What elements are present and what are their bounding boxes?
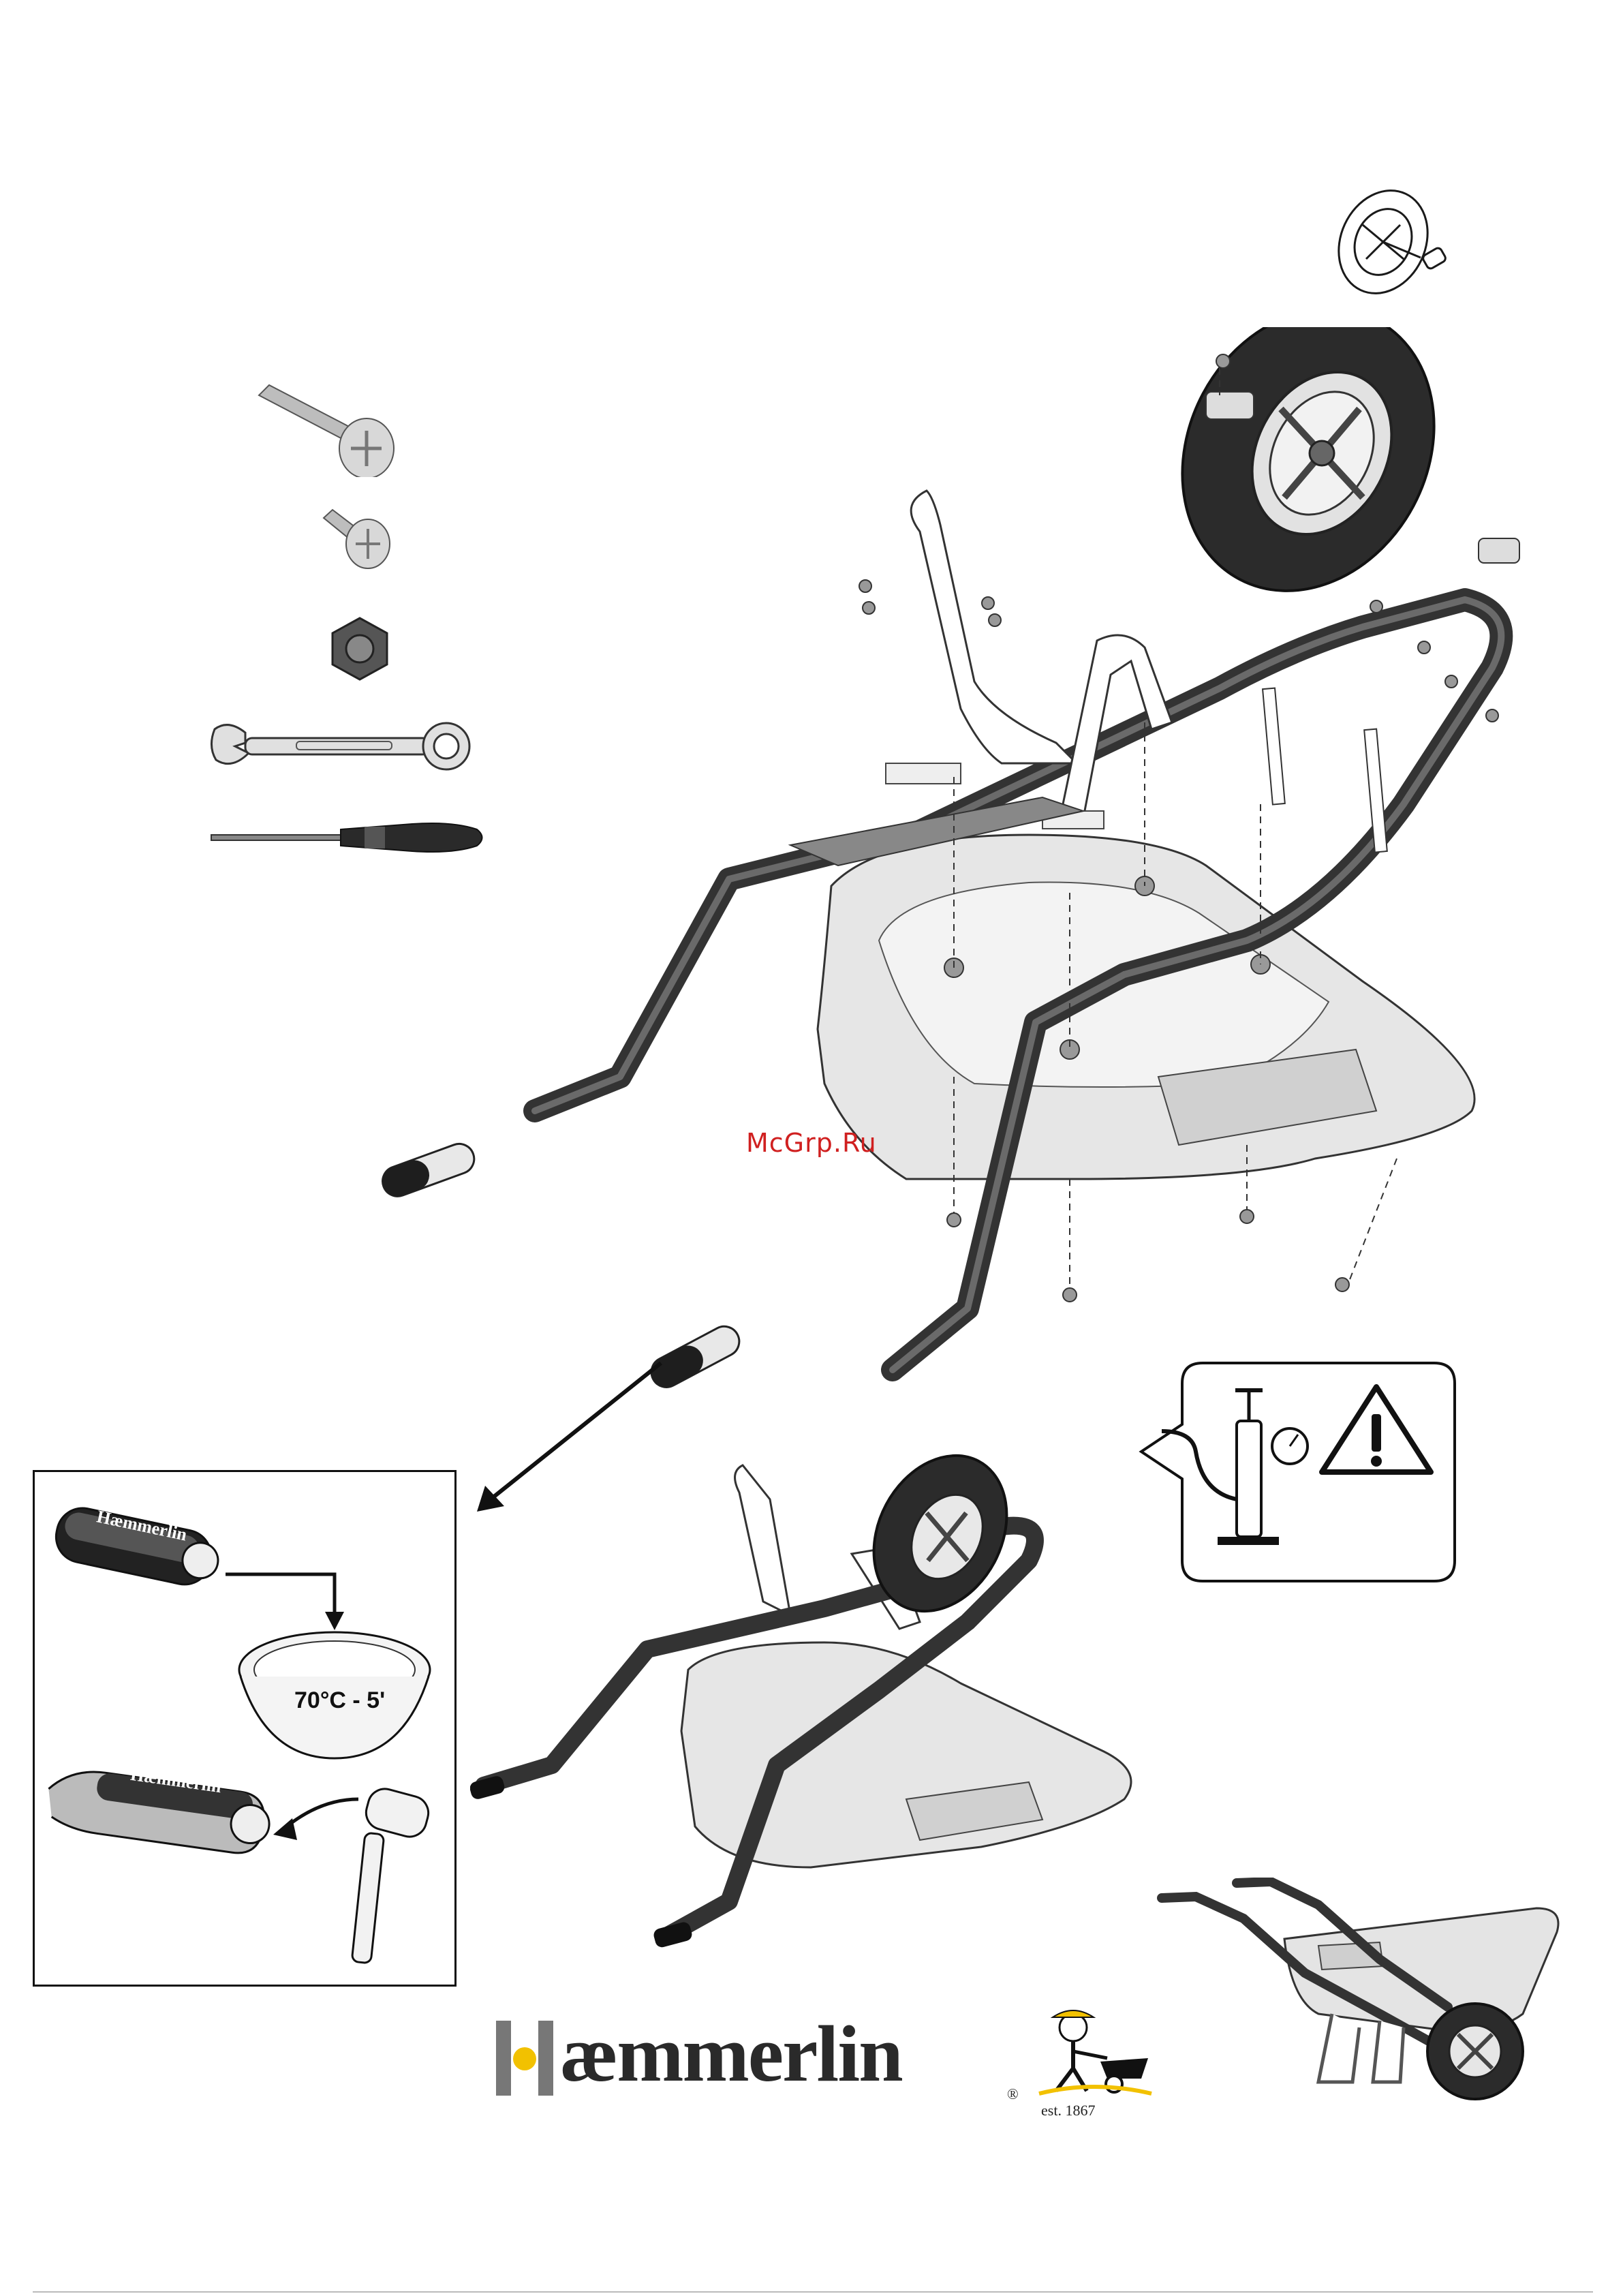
temperature-time-label: 70°C - 5'	[294, 1687, 385, 1714]
pressure-gauge-icon	[1272, 1428, 1308, 1464]
brand-mascot-icon	[1032, 2004, 1155, 2099]
grip-installation-inset: Hæmmerlin Hæmmerlin	[33, 1470, 457, 1987]
wheel-assembly-icon	[1329, 184, 1465, 300]
watermark: McGrp.Ru	[746, 1128, 877, 1158]
assembled-drawing	[470, 1445, 1186, 1970]
footer-rule	[33, 2291, 1593, 2293]
grip-top-icon	[373, 1131, 482, 1206]
hammer-icon	[352, 1785, 432, 1963]
finished-wheelbarrow-drawing	[1155, 1878, 1577, 2109]
brand-established: est. 1867	[1041, 2102, 1095, 2119]
tire-pressure-callout	[1134, 1356, 1462, 1595]
wheel-tire	[1134, 327, 1483, 635]
brand-name: æmmerlin	[560, 2014, 902, 2094]
brand-registered: ®	[1007, 2085, 1019, 2103]
brand-h-mark	[496, 2021, 557, 2096]
exploded-assembly-drawing	[361, 327, 1547, 1390]
